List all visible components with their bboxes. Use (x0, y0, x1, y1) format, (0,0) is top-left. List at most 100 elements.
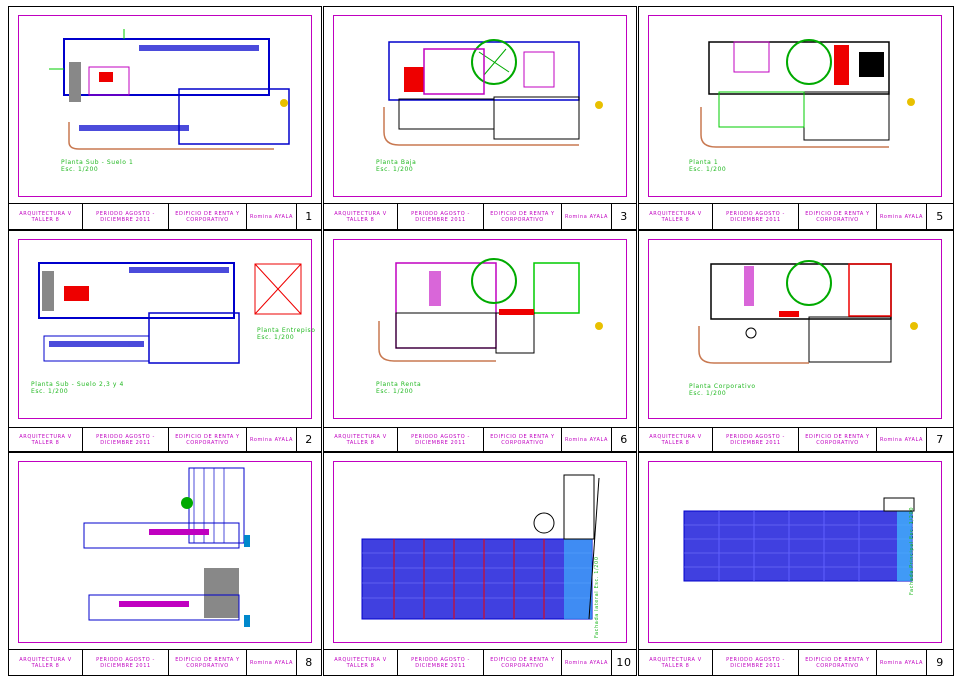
sheet-caption: Fachada lateral Esc. 1/200 (594, 556, 600, 638)
caption-scale: Esc. 1/200 (689, 390, 727, 397)
facade-drawing (683, 497, 915, 582)
tb-sheet-number: 1 (305, 209, 313, 223)
tb-project: EDIFICIO DE RENTA Y CORPORATIVO (169, 650, 247, 675)
tb-author: Romina AYALA (562, 428, 612, 451)
drawing-frame (18, 461, 312, 643)
tb-course: ARQUITECTURA V TALLER 8 (639, 650, 713, 675)
tb-project: EDIFICIO DE RENTA Y CORPORATIVO (484, 428, 562, 451)
section-drawing (83, 467, 250, 627)
tb-course: ARQUITECTURA V TALLER 8 (324, 650, 398, 675)
tb-sheet-number: 8 (305, 655, 313, 669)
caption-title: Fachada lateral (594, 590, 600, 638)
plan-drawing (698, 260, 918, 364)
tb-project: EDIFICIO DE RENTA Y CORPORATIVO (484, 204, 562, 229)
caption-title: Planta Corporativo (689, 383, 756, 390)
caption-scale: Esc. 1/200 (61, 166, 99, 173)
caption-scale: Esc. 1/200 (909, 506, 915, 539)
tb-course: ARQUITECTURA V TALLER 8 (9, 650, 83, 675)
tb-author: Romina AYALA (562, 204, 612, 229)
title-block: ARQUITECTURA V TALLER 8 PERIODO AGOSTO -… (9, 203, 321, 229)
tb-author: Romina AYALA (877, 204, 927, 229)
caption-scale: Esc. 1/200 (31, 388, 69, 395)
tb-period: PERIODO AGOSTO - DICIEMBRE 2011 (83, 650, 169, 675)
tb-author: Romina AYALA (877, 650, 927, 675)
drawing-frame (333, 15, 627, 197)
title-block: ARQUITECTURA V TALLER 8 PERIODO AGOSTO -… (639, 427, 953, 451)
caption-title: Fachada Principal (909, 541, 915, 595)
tb-course: ARQUITECTURA V TALLER 8 (324, 428, 398, 451)
title-block: ARQUITECTURA V TALLER 8 PERIODO AGOSTO -… (639, 203, 953, 229)
drawing-frame (648, 15, 942, 197)
tb-period: PERIODO AGOSTO - DICIEMBRE 2011 (713, 428, 799, 451)
tb-period: PERIODO AGOSTO - DICIEMBRE 2011 (713, 204, 799, 229)
tb-author: Romina AYALA (247, 428, 297, 451)
tb-project: EDIFICIO DE RENTA Y CORPORATIVO (799, 428, 877, 451)
tb-sheet-number: 10 (616, 655, 632, 669)
tb-author: Romina AYALA (877, 428, 927, 451)
title-block: ARQUITECTURA V TALLER 8 PERIODO AGOSTO -… (9, 649, 321, 675)
tb-period: PERIODO AGOSTO - DICIEMBRE 2011 (713, 650, 799, 675)
tb-course: ARQUITECTURA V TALLER 8 (324, 204, 398, 229)
tb-sheet-number: 5 (936, 209, 944, 223)
caption-scale: Esc. 1/200 (257, 334, 295, 341)
caption-scale: Esc. 1/200 (376, 166, 414, 173)
caption-title: Planta Sub - Suelo 2,3 y 4 (31, 381, 124, 388)
caption-title: Planta Baja (376, 159, 417, 166)
tb-sheet-number: 9 (936, 655, 944, 669)
tb-author: Romina AYALA (247, 650, 297, 675)
tb-project: EDIFICIO DE RENTA Y CORPORATIVO (484, 650, 562, 675)
plan-drawing (49, 29, 290, 150)
tb-course: ARQUITECTURA V TALLER 8 (9, 428, 83, 451)
facade-drawing (361, 474, 600, 620)
plan-drawing (700, 39, 915, 148)
plan-drawing (38, 262, 302, 364)
caption-scale: Esc. 1/200 (376, 388, 414, 395)
tb-sheet-number: 6 (620, 432, 628, 446)
tb-course: ARQUITECTURA V TALLER 8 (639, 204, 713, 229)
drawing-frame (333, 461, 627, 643)
caption-title: Planta Sub - Suelo 1 (61, 159, 134, 166)
caption-title: Planta Entrepiso (257, 327, 316, 334)
caption-scale: Esc. 1/200 (689, 166, 727, 173)
tb-course: ARQUITECTURA V TALLER 8 (9, 204, 83, 229)
title-block: ARQUITECTURA V TALLER 8 PERIODO AGOSTO -… (9, 427, 321, 451)
title-block: ARQUITECTURA V TALLER 8 PERIODO AGOSTO -… (324, 427, 636, 451)
plan-drawing (378, 258, 603, 362)
tb-author: Romina AYALA (247, 204, 297, 229)
title-block: ARQUITECTURA V TALLER 8 PERIODO AGOSTO -… (324, 203, 636, 229)
sheet-8: ARQUITECTURA V TALLER 8 PERIODO AGOSTO -… (8, 452, 322, 676)
tb-period: PERIODO AGOSTO - DICIEMBRE 2011 (83, 428, 169, 451)
title-block: ARQUITECTURA V TALLER 8 PERIODO AGOSTO -… (324, 649, 636, 675)
tb-period: PERIODO AGOSTO - DICIEMBRE 2011 (83, 204, 169, 229)
tb-project: EDIFICIO DE RENTA Y CORPORATIVO (169, 428, 247, 451)
drawing-frame (648, 239, 942, 419)
tb-project: EDIFICIO DE RENTA Y CORPORATIVO (799, 204, 877, 229)
caption-title: Planta 1 (689, 159, 719, 166)
sheet-10: Fachada lateral Esc. 1/200 ARQUITECTURA … (323, 452, 637, 676)
tb-course: ARQUITECTURA V TALLER 8 (639, 428, 713, 451)
tb-period: PERIODO AGOSTO - DICIEMBRE 2011 (398, 650, 484, 675)
tb-period: PERIODO AGOSTO - DICIEMBRE 2011 (398, 204, 484, 229)
tb-author: Romina AYALA (562, 650, 612, 675)
drawing-frame (333, 239, 627, 419)
tb-sheet-number: 7 (936, 432, 944, 446)
sheet-caption: Fachada Principal Esc. 1/200 (909, 507, 915, 595)
drawing-frame (18, 15, 312, 197)
tb-project: EDIFICIO DE RENTA Y CORPORATIVO (799, 650, 877, 675)
tb-period: PERIODO AGOSTO - DICIEMBRE 2011 (398, 428, 484, 451)
caption-title: Planta Renta (376, 381, 422, 388)
drawing-frame (648, 461, 942, 643)
tb-sheet-number: 3 (620, 209, 628, 223)
